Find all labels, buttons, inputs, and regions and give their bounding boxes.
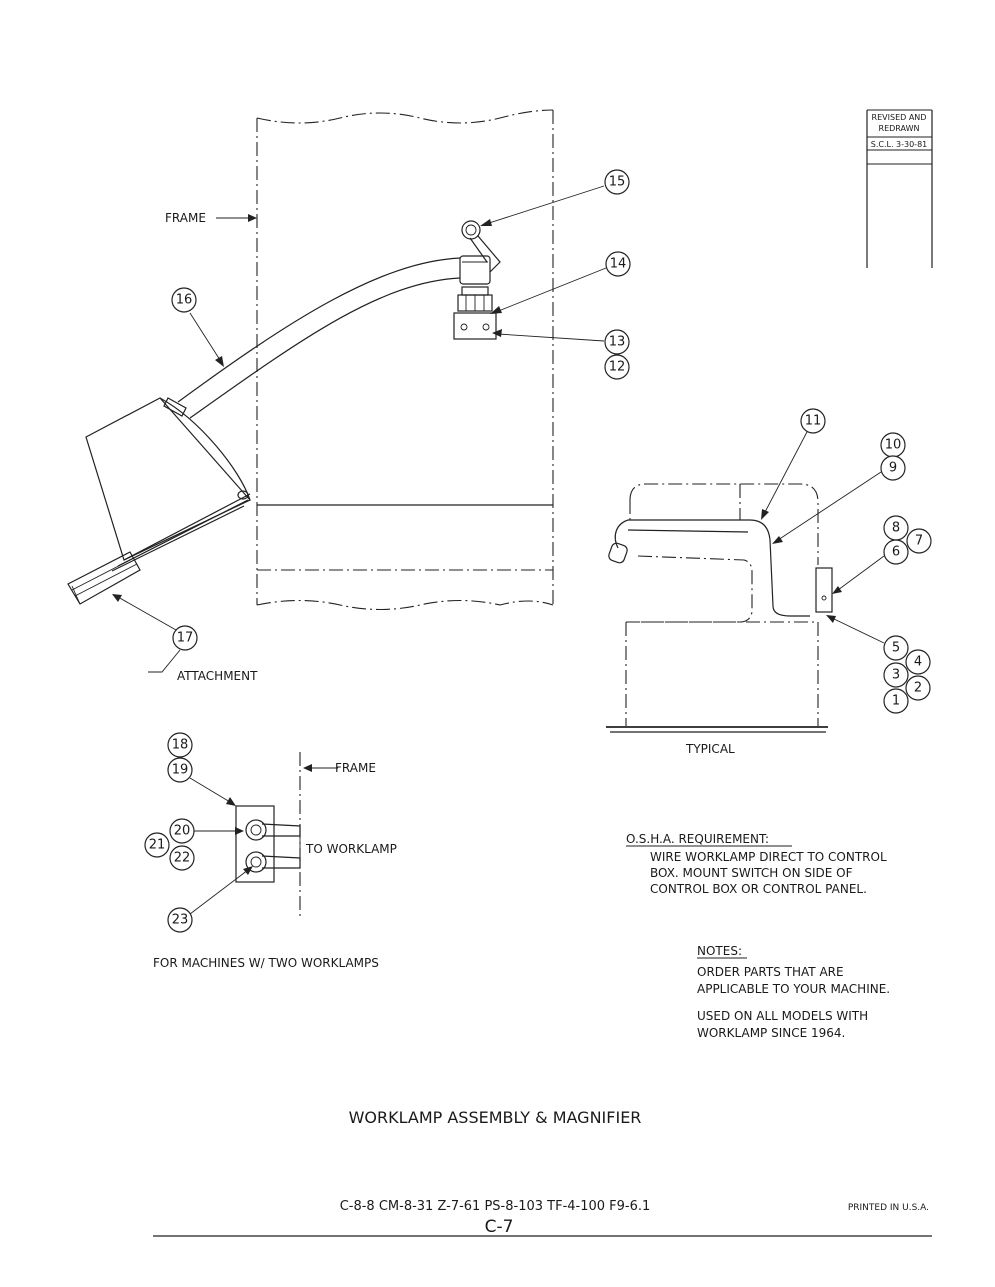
printed-in-usa: PRINTED IN U.S.A. [848, 1203, 929, 1213]
osha-requirement: O.S.H.A. REQUIREMENT: WIRE WORKLAMP DIRE… [626, 832, 887, 896]
balloon-9: 9 [889, 461, 897, 476]
revision-line-2: REDRAWN [879, 124, 920, 133]
two-worklamp-switch-view: FRAME TO WORKLAMP 18 19 21 20 22 23 FOR … [144, 732, 397, 970]
balloon-15: 15 [609, 175, 626, 190]
worklamp-assembly [67, 220, 501, 605]
notes: NOTES: ORDER PARTS THAT ARE APPLICABLE T… [697, 944, 890, 1040]
balloon-21: 21 [149, 838, 166, 853]
page-title: WORKLAMP ASSEMBLY & MAGNIFIER [349, 1108, 642, 1127]
balloon-1: 1 [892, 694, 900, 709]
osha-heading: O.S.H.A. REQUIREMENT: [626, 832, 769, 846]
to-worklamp-label: TO WORKLAMP [305, 842, 397, 856]
frame-callout: FRAME [165, 211, 257, 225]
balloon-6: 6 [892, 545, 900, 560]
balloon-11: 11 [805, 414, 822, 429]
balloon-19: 19 [172, 763, 189, 778]
balloon-14: 14 [610, 257, 627, 272]
notes-line-2: APPLICABLE TO YOUR MACHINE. [697, 982, 890, 996]
typical-label: TYPICAL [685, 742, 735, 756]
balloon-20: 20 [174, 824, 191, 839]
balloon-16: 16 [176, 293, 193, 308]
balloon-4: 4 [914, 655, 922, 670]
balloon-7: 7 [915, 534, 923, 549]
balloon-5: 5 [892, 641, 900, 656]
notes-line-3: USED ON ALL MODELS WITH [697, 1009, 868, 1023]
osha-line-3: CONTROL BOX OR CONTROL PANEL. [650, 882, 867, 896]
balloon-23: 23 [172, 913, 189, 928]
balloon-2: 2 [914, 681, 922, 696]
revision-line-1: REVISED AND [872, 113, 927, 122]
osha-line-2: BOX. MOUNT SWITCH ON SIDE OF [650, 866, 853, 880]
notes-heading: NOTES: [697, 944, 742, 958]
model-list: C-8-8 CM-8-31 Z-7-61 PS-8-103 TF-4-100 F… [340, 1199, 651, 1214]
balloon-22: 22 [174, 851, 191, 866]
revision-block: REVISED AND REDRAWN S.C.L. 3-30-81 [866, 109, 933, 268]
notes-line-4: WORKLAMP SINCE 1964. [697, 1026, 845, 1040]
knob-icon [461, 220, 481, 240]
frame-panel [256, 109, 554, 611]
balloon-3: 3 [892, 668, 900, 683]
frame-label: FRAME [165, 211, 206, 225]
callouts-main: 15 14 13 12 16 17 ATTACHMENT [112, 169, 631, 683]
balloon-10: 10 [885, 438, 902, 453]
typical-machine-view: TYPICAL 11 10 9 8 7 6 5 4 3 2 1 [606, 408, 932, 756]
attachment-label: ATTACHMENT [177, 669, 258, 683]
balloon-8: 8 [892, 521, 900, 536]
balloon-18: 18 [172, 738, 189, 753]
balloon-12: 12 [609, 360, 626, 375]
two-worklamps-caption: FOR MACHINES W/ TWO WORKLAMPS [153, 956, 379, 970]
footer: WORKLAMP ASSEMBLY & MAGNIFIER C-8-8 CM-8… [153, 1108, 932, 1237]
page-number: C-7 [485, 1217, 514, 1237]
revision-line-3: S.C.L. 3-30-81 [871, 140, 928, 149]
notes-line-1: ORDER PARTS THAT ARE [697, 965, 844, 979]
osha-line-1: WIRE WORKLAMP DIRECT TO CONTROL [650, 850, 887, 864]
balloon-13: 13 [609, 335, 626, 350]
frame-label-lower: FRAME [335, 761, 376, 775]
balloon-17: 17 [177, 631, 194, 646]
